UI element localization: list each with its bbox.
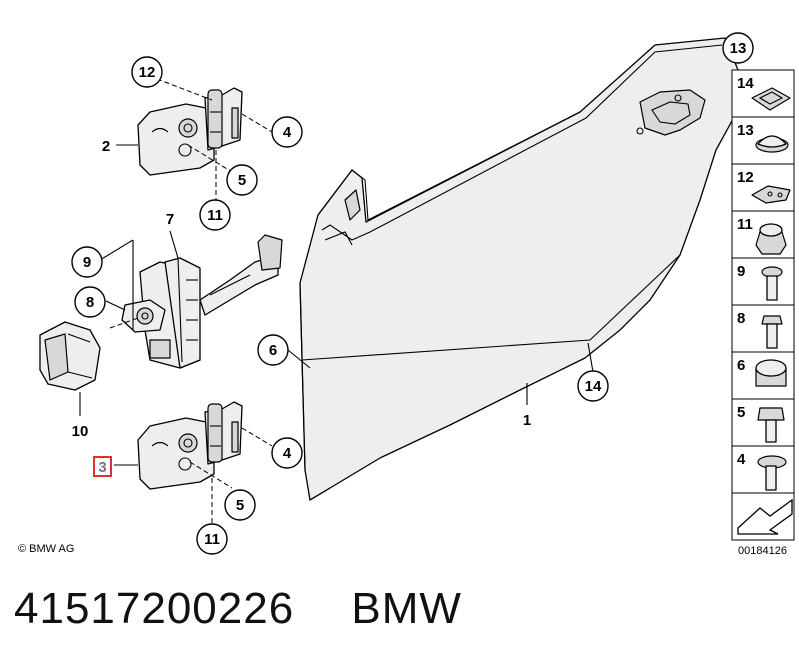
part-number: 41517200226 [14,584,295,633]
svg-text:13: 13 [730,40,747,57]
door-check-strap [121,234,283,369]
svg-text:14: 14 [585,378,602,395]
svg-text:4: 4 [737,451,746,468]
svg-text:14: 14 [737,75,754,92]
svg-text:4: 4 [283,124,292,141]
legend-item-12[interactable]: 12 [731,163,795,212]
callout-5-lower[interactable]: 5 [224,489,256,521]
svg-text:6: 6 [269,342,277,359]
svg-text:1: 1 [523,412,531,429]
callout-12[interactable]: 12 [131,56,163,88]
svg-text:13: 13 [737,122,754,139]
callout-11-lower[interactable]: 11 [196,523,228,555]
svg-text:9: 9 [737,263,745,280]
svg-text:6: 6 [737,357,745,374]
callout-14[interactable]: 14 [577,370,609,402]
arrow-icon [731,492,795,541]
parts-legend: 14 13 12 11 9 [731,69,795,541]
callout-3[interactable]: 3 [93,456,112,477]
svg-text:12: 12 [737,169,754,186]
callout-5-upper[interactable]: 5 [226,164,258,196]
svg-text:10: 10 [72,423,89,440]
upper-hinge [137,87,243,176]
svg-text:11: 11 [204,531,220,548]
callout-6[interactable]: 6 [257,334,289,366]
callout-13[interactable]: 13 [722,32,754,64]
parts-diagram: 12 4 5 11 2 7 9 8 10 3 4 5 11 [18,32,795,557]
brand-name: BMW [351,584,462,633]
svg-text:8: 8 [86,294,94,311]
legend-item-6[interactable]: 6 [731,351,795,400]
legend-item-9[interactable]: 9 [731,257,795,306]
rubber-boot [39,321,101,391]
callout-9[interactable]: 9 [71,246,103,278]
svg-text:11: 11 [737,216,753,233]
legend-item-14[interactable]: 14 [731,69,795,118]
svg-text:5: 5 [238,172,246,189]
legend-item-13[interactable]: 13 [731,116,795,165]
callout-8[interactable]: 8 [74,286,106,318]
svg-text:7: 7 [166,211,174,228]
callout-10[interactable]: 10 [72,423,89,440]
lower-hinge [137,401,243,490]
svg-text:11: 11 [207,207,223,224]
svg-text:8: 8 [737,310,745,327]
svg-text:4: 4 [283,445,292,462]
door-panel [299,37,739,501]
svg-text:5: 5 [236,497,244,514]
footer-caption: 41517200226 BMW [14,584,462,634]
svg-text:9: 9 [83,254,91,271]
legend-item-8[interactable]: 8 [731,304,795,353]
legend-item-11[interactable]: 11 [731,210,795,259]
callout-1[interactable]: 1 [523,412,531,429]
callout-7[interactable]: 7 [166,211,174,228]
legend-item-4[interactable]: 4 [731,445,795,494]
svg-text:3: 3 [98,459,106,476]
callout-11-upper[interactable]: 11 [199,199,231,231]
legend-item-5[interactable]: 5 [731,398,795,447]
callout-4-upper[interactable]: 4 [271,116,303,148]
svg-text:12: 12 [139,64,156,81]
copyright-text: © BMW AG [18,543,74,555]
svg-text:5: 5 [737,404,745,421]
callout-2[interactable]: 2 [102,138,110,155]
svg-text:2: 2 [102,138,110,155]
callout-4-lower[interactable]: 4 [271,437,303,469]
drawing-number: 00184126 [738,545,787,557]
